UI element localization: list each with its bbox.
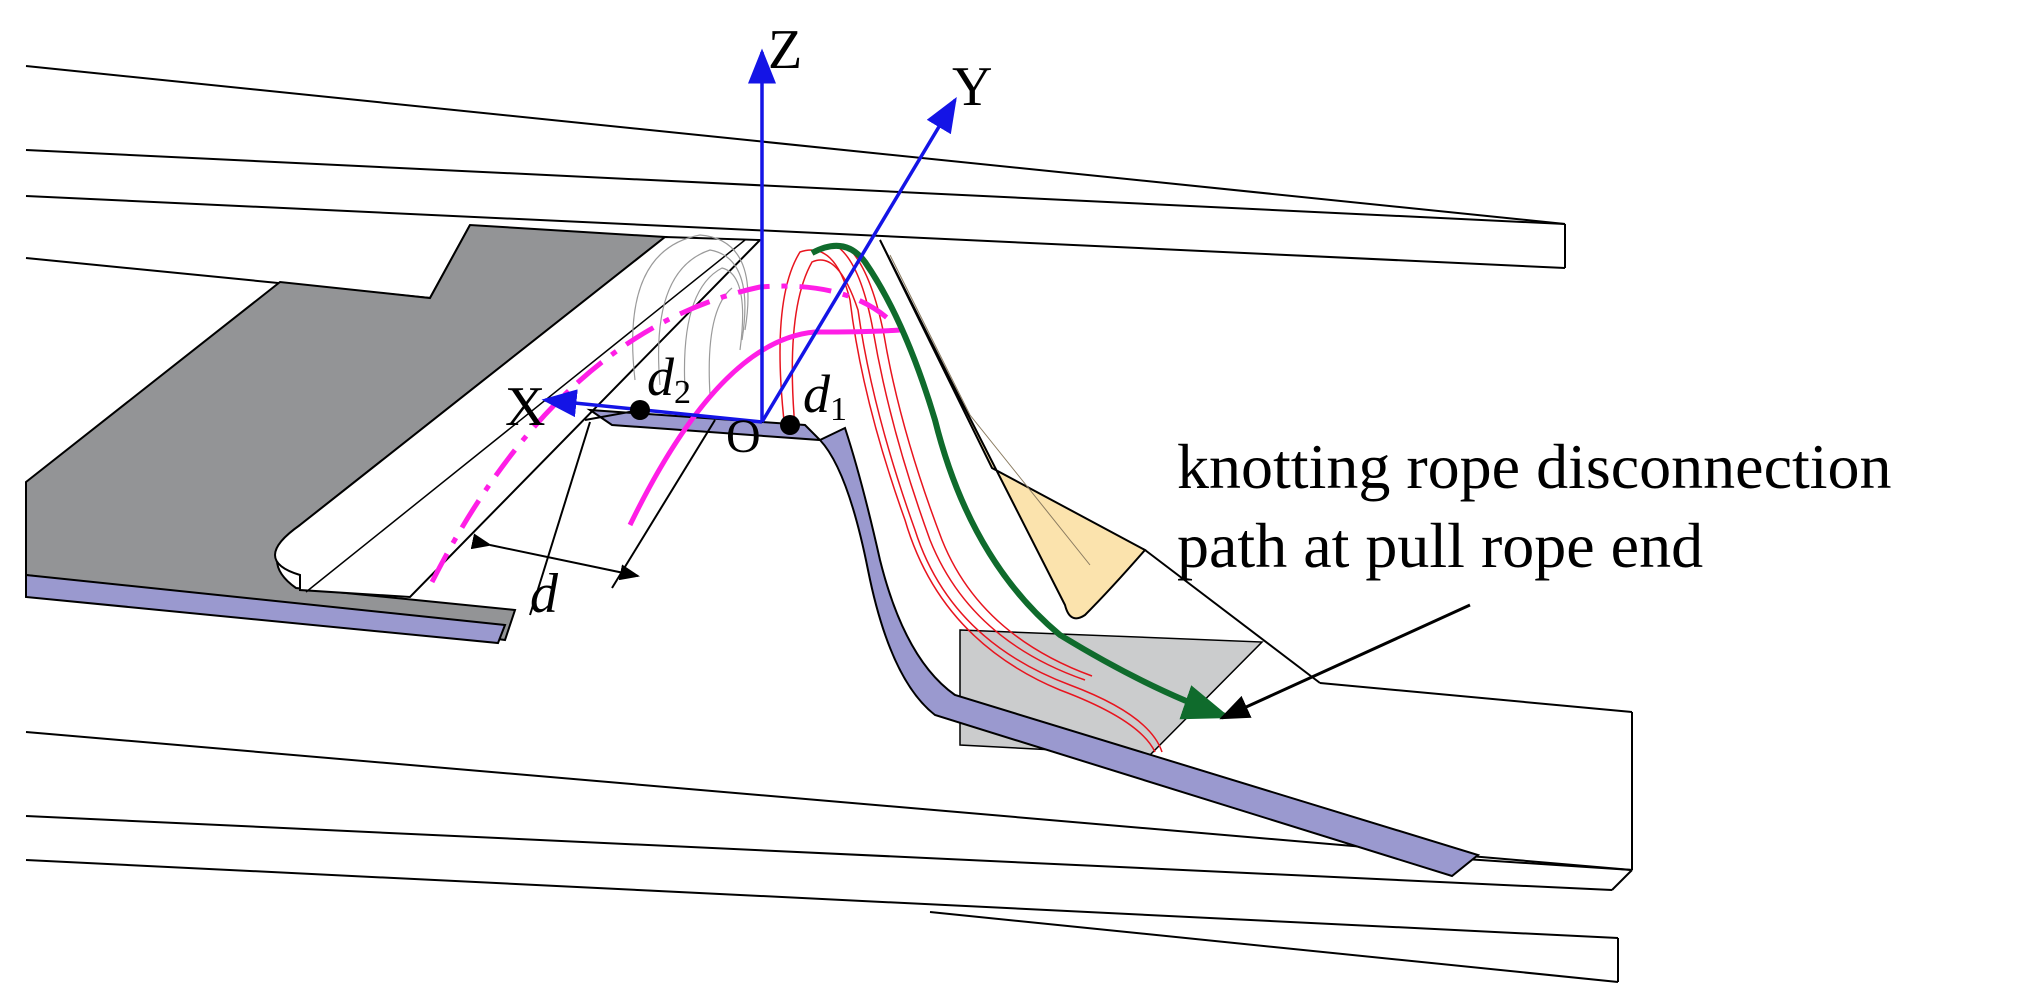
tongue-detail <box>889 254 1091 566</box>
right-panel-edges <box>1144 549 1633 713</box>
annotation-leader <box>1219 603 1471 720</box>
x-axis-label: X <box>505 376 545 438</box>
axis-system <box>541 48 957 424</box>
d-label: d <box>530 563 559 625</box>
origin-label: O <box>726 410 761 463</box>
y-axis-label: Y <box>952 56 992 118</box>
knotter-tongue <box>879 239 1147 620</box>
d1-label: d1 <box>803 364 847 428</box>
bent-plate-face <box>818 426 1481 878</box>
annotation-line-1: knotting rope disconnection <box>1177 431 1892 502</box>
y-axis <box>760 96 957 423</box>
x-axis <box>541 389 763 424</box>
rope-strands <box>779 244 1163 753</box>
d2-label: d2 <box>647 347 691 411</box>
annotation-line-2: path at pull rope end <box>1177 510 1703 581</box>
grey-plate-rim <box>25 573 507 645</box>
magenta-path-solid <box>627 327 901 527</box>
green-disconnection-path <box>810 242 1231 720</box>
rope-ghost-loops <box>632 234 749 396</box>
dimension-d <box>470 409 716 616</box>
slot-opening <box>274 235 763 599</box>
point-d1 <box>780 415 800 435</box>
z-axis-label: Z <box>768 19 802 81</box>
slot-edge <box>305 239 746 593</box>
upper-frame <box>25 65 1566 300</box>
magenta-path-dashed <box>429 283 897 584</box>
